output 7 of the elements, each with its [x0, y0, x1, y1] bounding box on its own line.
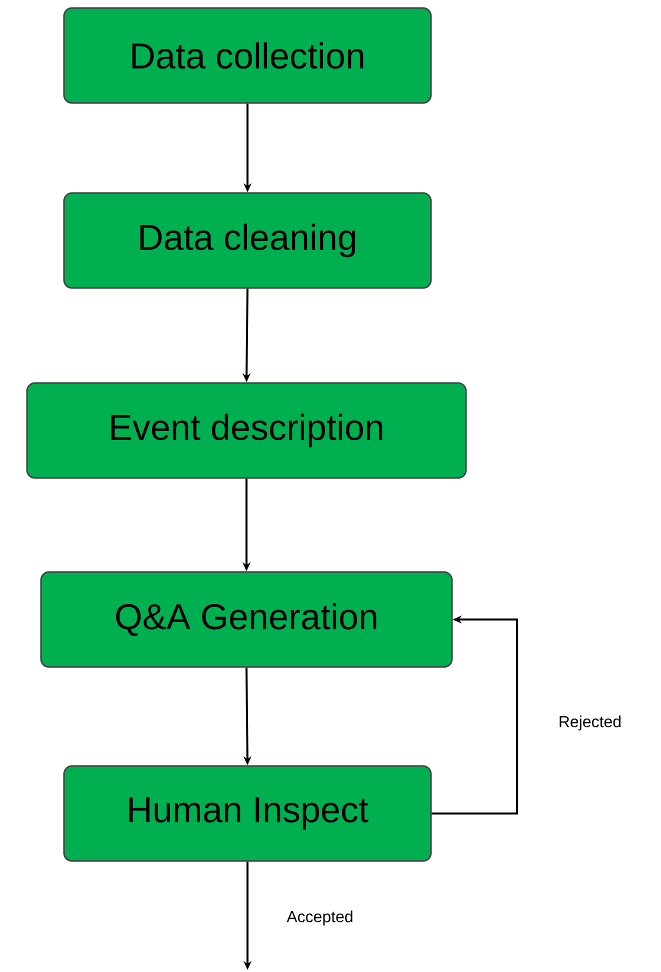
- process-box: Event description: [26, 382, 467, 479]
- process-box: Data collection: [63, 7, 432, 104]
- process-box: Data cleaning: [63, 192, 432, 289]
- edge-label: Rejected: [557, 714, 623, 732]
- process-box: Human Inspect: [63, 765, 432, 862]
- process-box: Q&A Generation: [40, 571, 453, 668]
- edge-label: Accepted: [286, 910, 354, 926]
